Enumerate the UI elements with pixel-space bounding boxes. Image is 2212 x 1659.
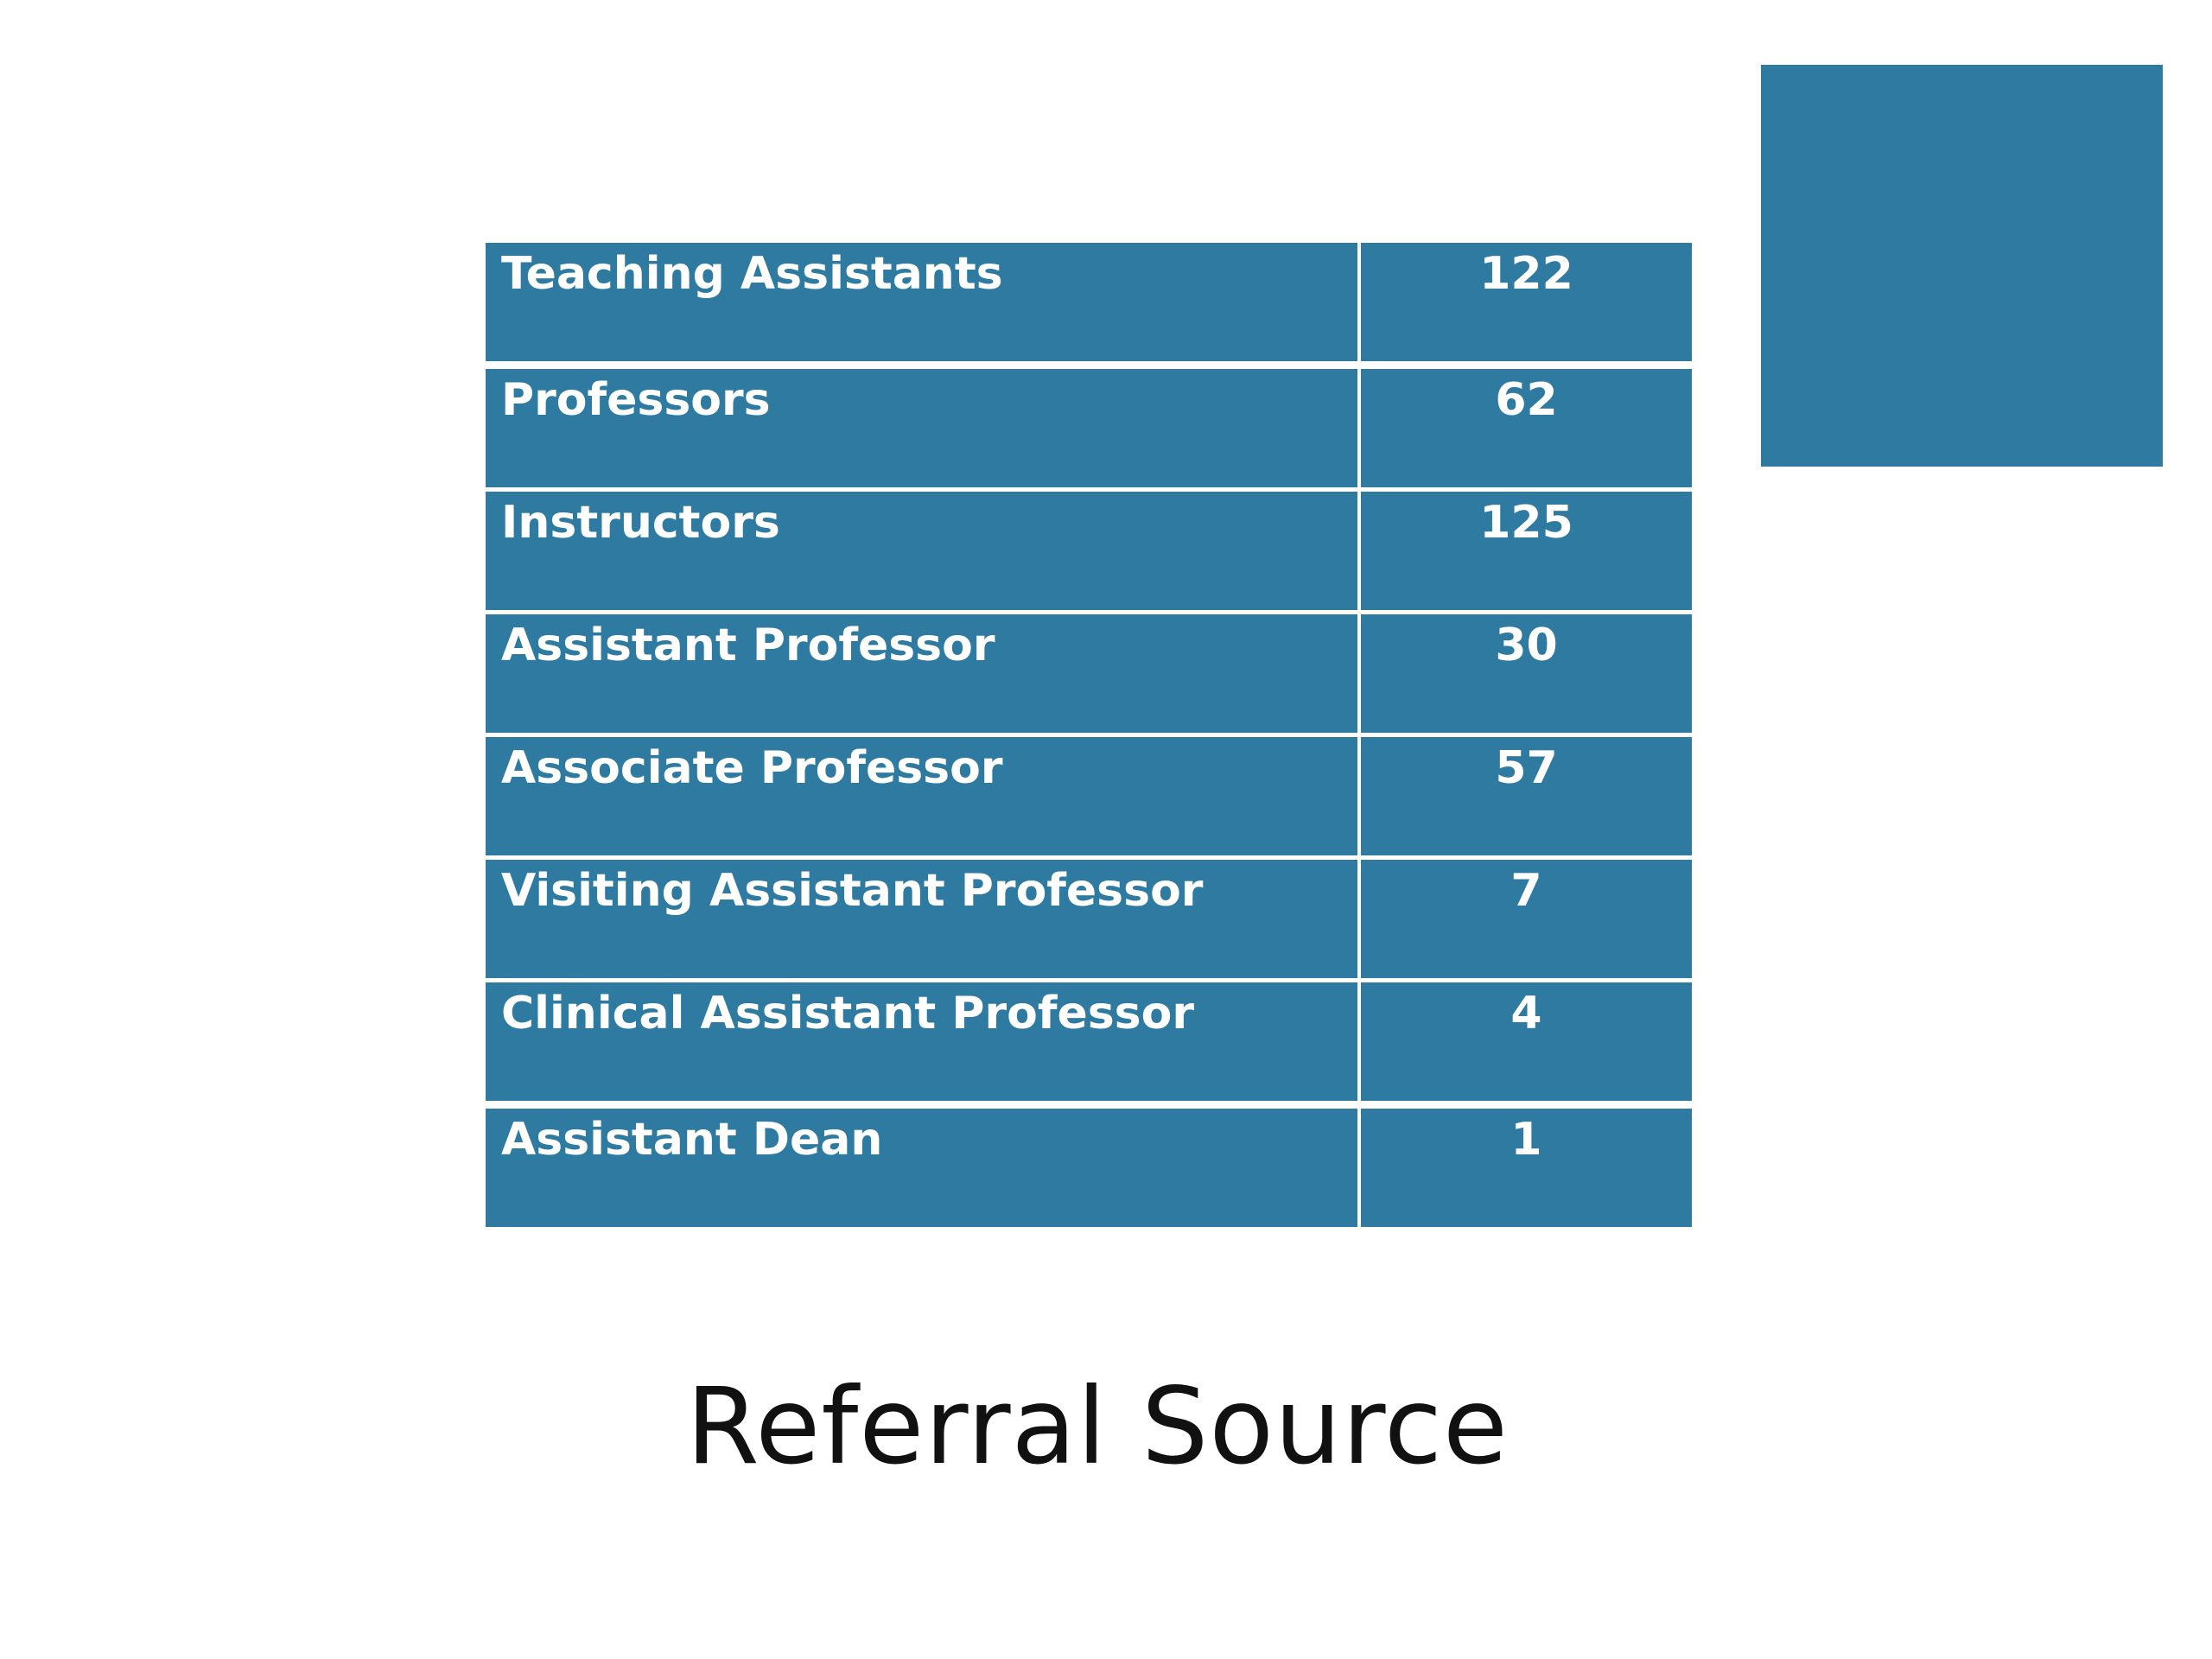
row-value: 125	[1361, 492, 1692, 610]
row-label: Associate Professor	[486, 737, 1357, 855]
row-value: 4	[1361, 982, 1692, 1101]
row-value: 7	[1361, 860, 1692, 978]
row-value: 1	[1361, 1109, 1692, 1227]
table-row: Instructors 125	[486, 492, 1692, 610]
slide-title: Referral Source	[686, 1365, 1509, 1488]
accent-square	[1761, 65, 2163, 467]
row-value: 62	[1361, 369, 1692, 487]
row-value: 57	[1361, 737, 1692, 855]
table-row: Assistant Dean 1	[486, 1109, 1692, 1227]
referral-table: Teaching Assistants 122 Professors 62 In…	[486, 243, 1692, 1227]
table-row: Associate Professor 57	[486, 737, 1692, 855]
table-row: Professors 62	[486, 369, 1692, 487]
row-value: 30	[1361, 614, 1692, 733]
row-label: Assistant Dean	[486, 1109, 1357, 1227]
row-label: Clinical Assistant Professor	[486, 982, 1357, 1101]
row-label: Teaching Assistants	[486, 243, 1357, 361]
table-row: Teaching Assistants 122	[486, 243, 1692, 361]
table-row: Clinical Assistant Professor 4	[486, 982, 1692, 1101]
row-label: Visiting Assistant Professor	[486, 860, 1357, 978]
table-row: Assistant Professor 30	[486, 614, 1692, 733]
table-row: Visiting Assistant Professor 7	[486, 860, 1692, 978]
row-label: Professors	[486, 369, 1357, 487]
row-value: 122	[1361, 243, 1692, 361]
row-label: Instructors	[486, 492, 1357, 610]
row-label: Assistant Professor	[486, 614, 1357, 733]
